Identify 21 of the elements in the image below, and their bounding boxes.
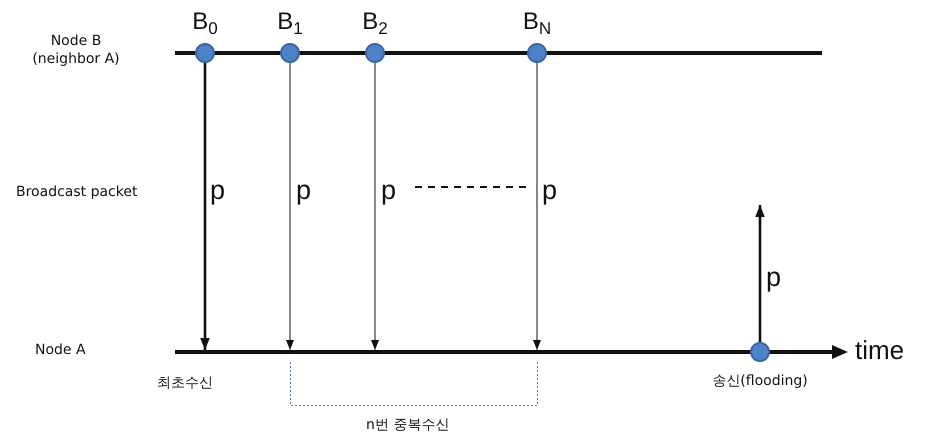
arrow (755, 205, 765, 342)
row-label: Node A (35, 342, 86, 359)
event-label: 송신(flooding) (712, 374, 808, 390)
edge-label: p (296, 176, 312, 204)
edge-label: p (210, 176, 226, 204)
event-label: B$_{1}$ (277, 9, 303, 36)
row-label: Node B (neighbor A) (31, 33, 121, 68)
event-label: B$_{0}$ (192, 9, 218, 36)
row-label: Broadcast packet (16, 184, 138, 202)
edge-label: p (542, 176, 558, 204)
event-label: B$_{2}$ (362, 9, 388, 36)
arrow (533, 62, 541, 350)
arrow (286, 62, 294, 350)
annotation-text: 최초수신 (157, 375, 213, 392)
arrow (200, 63, 210, 350)
arrow (371, 62, 379, 350)
edge-label: p (766, 264, 782, 291)
axis-label: time (855, 334, 904, 366)
event-label: B$_{N}$ (522, 9, 552, 36)
annotation-text: n번 중복수신 (366, 417, 450, 434)
edge-label: p (381, 176, 396, 204)
